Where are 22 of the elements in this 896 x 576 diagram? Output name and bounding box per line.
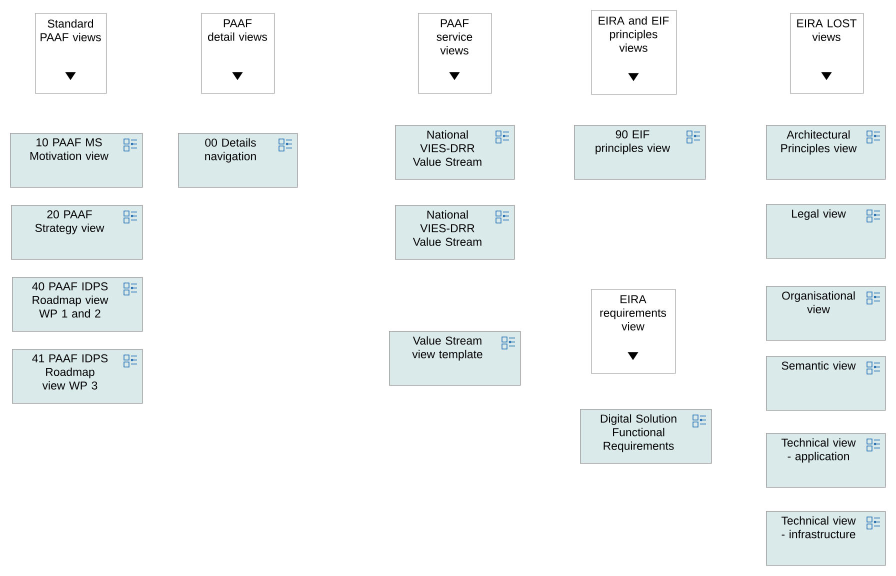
view-box: Organisational view — [766, 286, 886, 341]
view-group-box: PAAF service views — [418, 13, 492, 94]
view-box: 41 PAAF IDPS Roadmap view WP 3 — [12, 349, 143, 404]
view-group-box: EIRA and EIF principles views — [591, 10, 677, 95]
view-box: Technical view - infrastructure — [766, 511, 886, 566]
view-box: 40 PAAF IDPS Roadmap view WP 1 and 2 — [12, 277, 143, 332]
view-box: 10 PAAF MS Motivation view — [10, 133, 143, 188]
view-group-box: EIRA LOST views — [790, 13, 864, 94]
view-box: Architectural Principles view — [766, 125, 886, 180]
view-box: National VIES-DRR Value Stream — [395, 125, 515, 180]
view-box: Semantic view — [766, 356, 886, 411]
view-box: 00 Details navigation — [178, 133, 298, 188]
view-box: 90 EIF principles view — [574, 125, 706, 180]
view-box: Legal view — [766, 204, 886, 259]
view-group-box: PAAF detail views — [201, 13, 275, 94]
view-box: 20 PAAF Strategy view — [11, 205, 143, 260]
view-group-box: EIRA requirements view — [591, 289, 676, 374]
view-box: Digital Solution Functional Requirements — [580, 409, 712, 464]
view-group-box: Standard PAAF views — [35, 13, 107, 94]
view-box: National VIES-DRR Value Stream — [395, 205, 515, 260]
view-box: Value Stream view template — [389, 331, 521, 386]
view-box: Technical view - application — [766, 433, 886, 488]
